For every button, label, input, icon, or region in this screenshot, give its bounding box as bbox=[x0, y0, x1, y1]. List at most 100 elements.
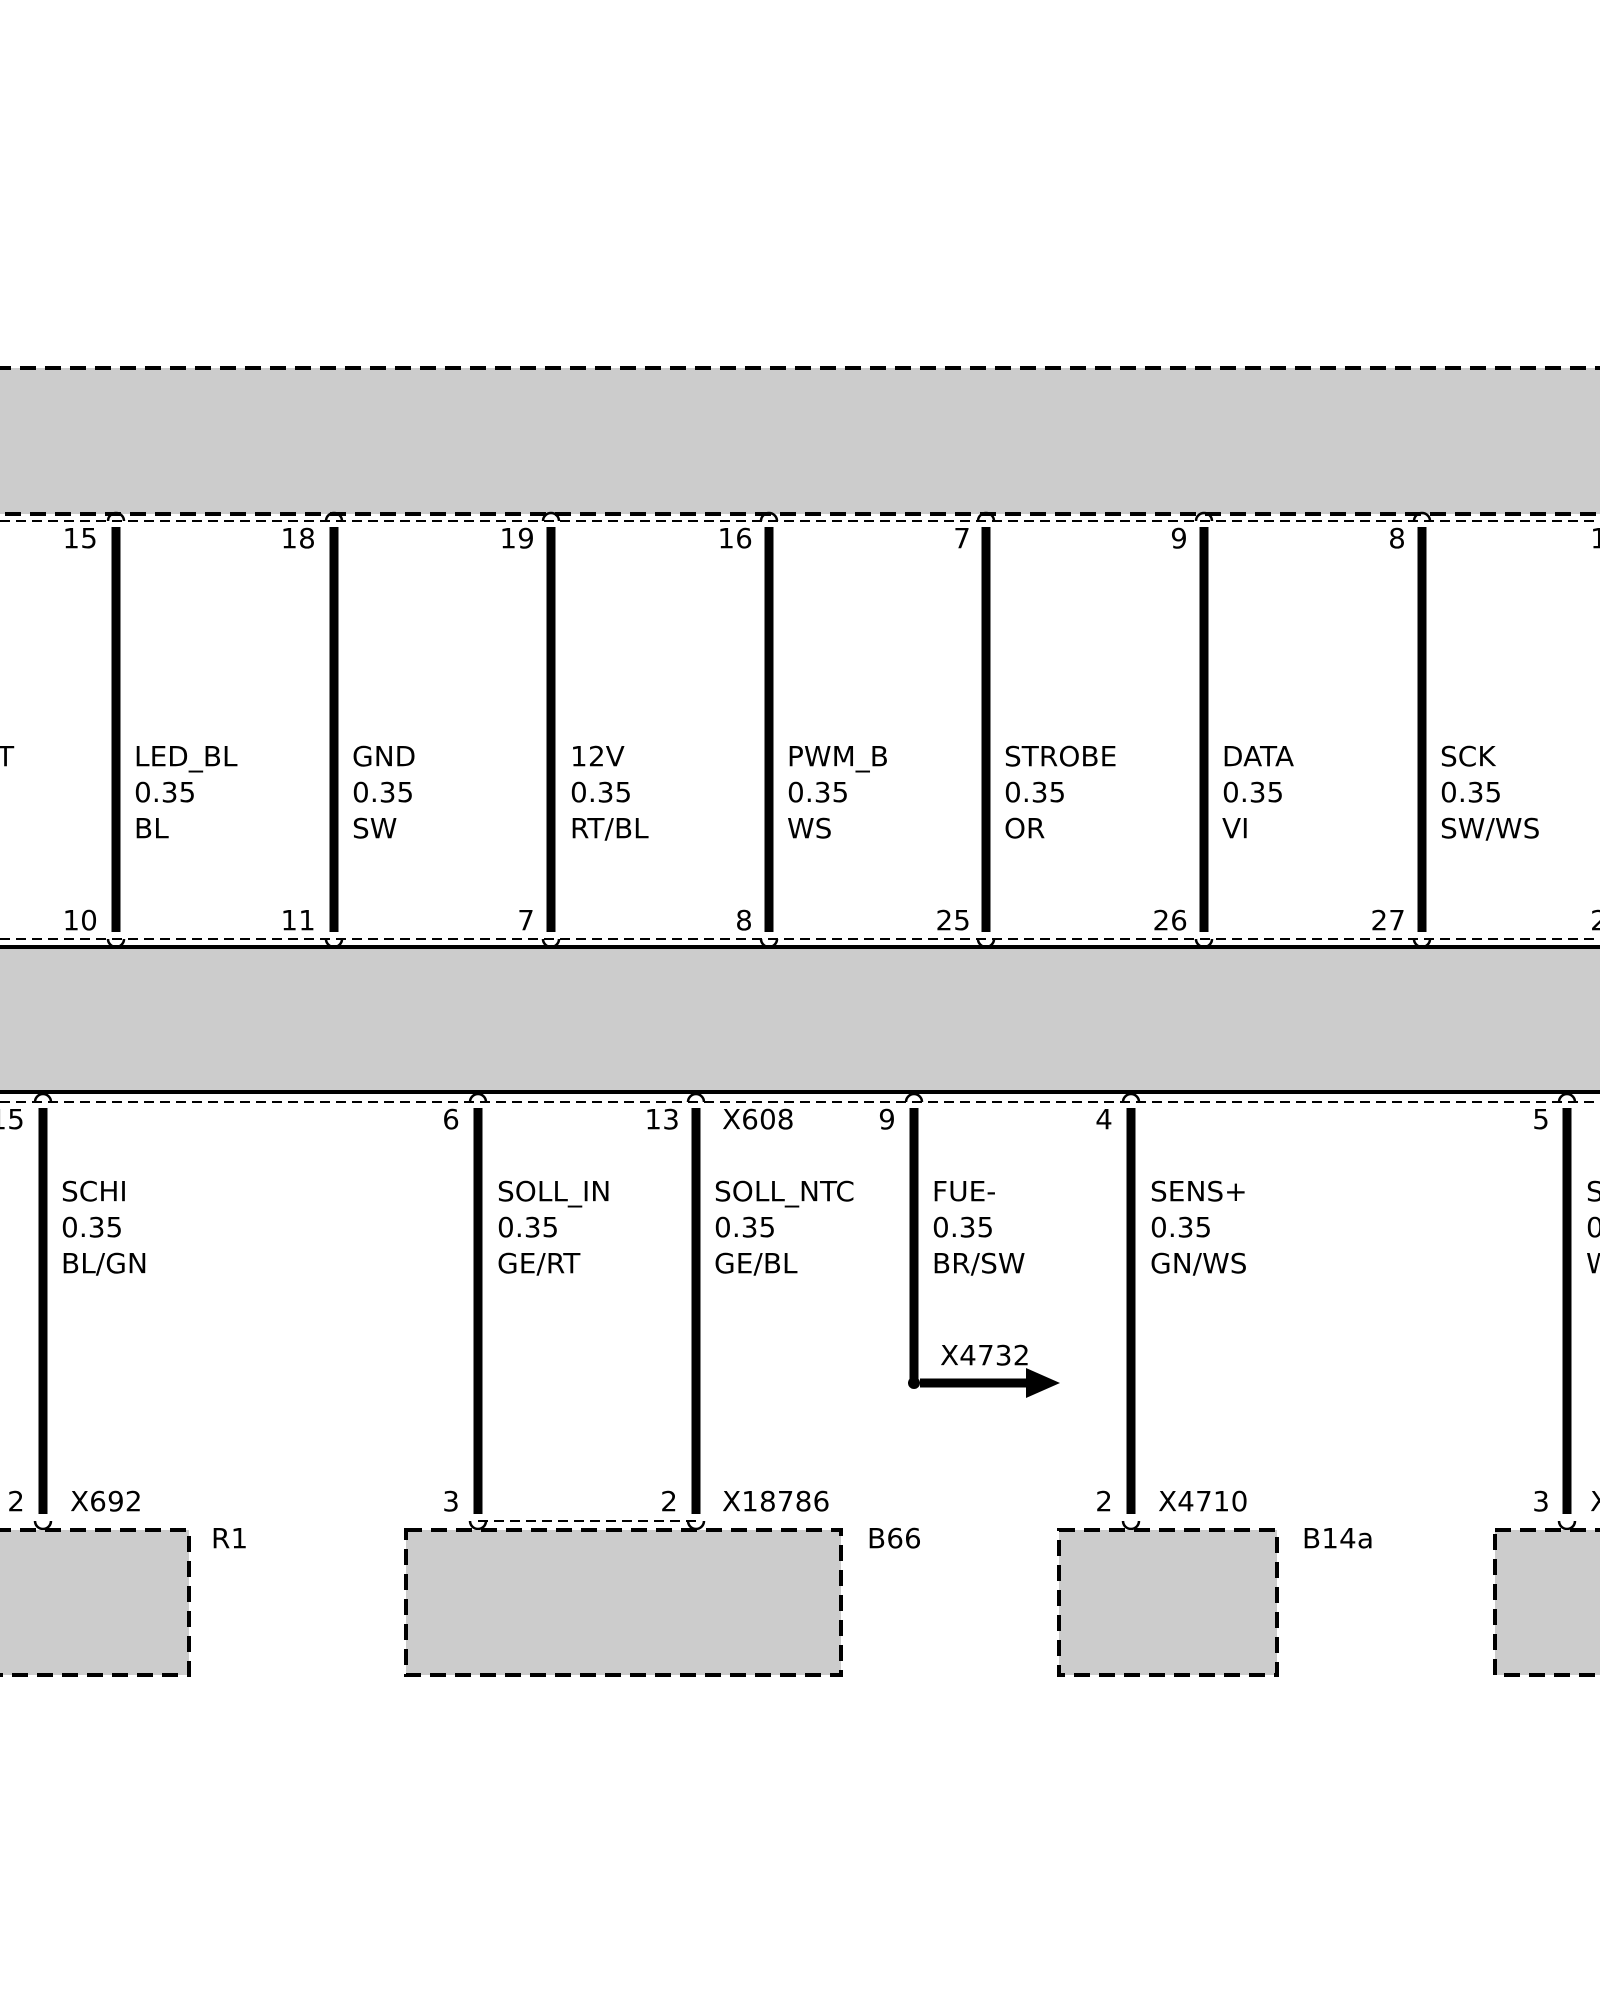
wire-size: 0.35 bbox=[787, 776, 849, 809]
top-pin-number: 6 bbox=[442, 1103, 460, 1136]
wire-name: GND bbox=[352, 740, 416, 773]
wire-color: OR bbox=[1004, 812, 1046, 845]
upper-wire-data: 9 26 DATA 0.35 VI bbox=[1152, 511, 1294, 949]
top-pin-number: 18 bbox=[280, 522, 316, 555]
component-r1-box bbox=[0, 1528, 191, 1677]
pin-socket bbox=[106, 938, 126, 949]
bottom-pin-number: 25 bbox=[935, 904, 971, 937]
wire-size: 0.35 bbox=[932, 1211, 994, 1244]
pin-socket bbox=[686, 1092, 706, 1103]
upper-wire-gnd: 18 11 GND 0.35 SW bbox=[280, 511, 416, 949]
wire-name: SOLL_NTC bbox=[714, 1175, 855, 1208]
wire-size: 0.35 bbox=[1150, 1211, 1212, 1244]
top-pin-number: 9 bbox=[878, 1103, 896, 1136]
upper-wire-strobe: 7 25 STROBE 0.35 OR bbox=[935, 511, 1117, 949]
wire-color: BL/GN bbox=[61, 1247, 148, 1280]
pin-socket bbox=[1412, 938, 1432, 949]
pin-socket bbox=[1194, 511, 1214, 522]
wire-size: 0.35 bbox=[497, 1211, 559, 1244]
bottom-pin-number: 26 bbox=[1152, 904, 1188, 937]
bottom-pin-number: 3 bbox=[442, 1485, 460, 1518]
pin-socket bbox=[1557, 1520, 1577, 1531]
wire-size: 0 bbox=[1586, 1211, 1600, 1244]
wire-size: 0.35 bbox=[570, 776, 632, 809]
wire-size: 0.35 bbox=[1440, 776, 1502, 809]
top-pin-number: 5 bbox=[1532, 1103, 1550, 1136]
top-control-unit bbox=[0, 366, 1600, 516]
pin-socket bbox=[541, 511, 561, 522]
top-pin-number: 13 bbox=[644, 1103, 680, 1136]
top-pin-number: 9 bbox=[1170, 522, 1188, 555]
wire-name: DATA bbox=[1222, 740, 1294, 773]
upper-wire-pwm-b: 16 8 PWM_B 0.35 WS bbox=[717, 511, 889, 949]
pin-socket bbox=[904, 1092, 924, 1103]
pin-socket bbox=[468, 1520, 488, 1531]
lower-wire-soll-ntc: 13 X608 2 X18786 SOLL_NTC 0.35 GE/BL bbox=[644, 1092, 855, 1531]
pin-socket bbox=[1557, 1092, 1577, 1103]
wire-color: GN/WS bbox=[1150, 1247, 1248, 1280]
pin-socket bbox=[686, 1520, 706, 1531]
wire-name: LED_BL bbox=[134, 740, 238, 773]
connector-label: X18786 bbox=[722, 1485, 830, 1518]
arrow-icon bbox=[1026, 1368, 1060, 1398]
top-pin-number: 15 bbox=[0, 1103, 25, 1136]
wire-size: 0.35 bbox=[714, 1211, 776, 1244]
wire-color: RT/BL bbox=[570, 812, 649, 845]
wire-size: 0.35 bbox=[1222, 776, 1284, 809]
wire-name: SENS+ bbox=[1150, 1175, 1248, 1208]
wire-color: WS bbox=[787, 812, 832, 845]
component-b66-label: B66 bbox=[867, 1522, 922, 1555]
upper-wire-edge: 1 2 bbox=[1590, 522, 1600, 937]
wire-color: SW/WS bbox=[1440, 812, 1540, 845]
component-b66-box bbox=[404, 1528, 843, 1677]
wire-size: 0.35 bbox=[1004, 776, 1066, 809]
bottom-pin-number: 7 bbox=[517, 904, 535, 937]
bottom-pin-number: 10 bbox=[62, 904, 98, 937]
lower-wire-schi: 15 2 X692 SCHI 0.35 BL/GN bbox=[0, 1092, 148, 1531]
wire-name: SOLL_IN bbox=[497, 1175, 611, 1208]
pin-socket bbox=[106, 511, 126, 522]
wire-color: SW bbox=[352, 812, 397, 845]
lower-wire-soll-in: 6 3 SOLL_IN 0.35 GE/RT bbox=[442, 1092, 611, 1531]
pin-socket bbox=[1121, 1092, 1141, 1103]
lower-wire-fue: 9 X4732 FUE- 0.35 BR/SW bbox=[878, 1092, 1060, 1398]
wire-name: STROBE bbox=[1004, 740, 1117, 773]
connector-x608-label: X608 bbox=[722, 1103, 795, 1136]
top-pin-number: 7 bbox=[953, 522, 971, 555]
pin-socket bbox=[33, 1092, 53, 1103]
wire-name: S bbox=[1586, 1175, 1600, 1208]
top-pin-number: 4 bbox=[1095, 1103, 1113, 1136]
connector-label: X bbox=[1590, 1485, 1600, 1518]
bottom-pin-number: 11 bbox=[280, 904, 316, 937]
splice-dot bbox=[908, 1377, 920, 1389]
wire-name: PWM_B bbox=[787, 740, 889, 773]
wire-size: 0.35 bbox=[134, 776, 196, 809]
pin-socket bbox=[468, 1092, 488, 1103]
pin-socket bbox=[976, 938, 996, 949]
pin-socket bbox=[324, 938, 344, 949]
pin-socket bbox=[1121, 1520, 1141, 1531]
bottom-pin-number: 8 bbox=[735, 904, 753, 937]
pin-socket bbox=[1412, 511, 1432, 522]
pin-socket bbox=[1194, 938, 1214, 949]
upper-wire-12v: 19 7 12V 0.35 RT/BL bbox=[499, 511, 649, 949]
wire-size: 0.35 bbox=[352, 776, 414, 809]
component-edge-box bbox=[1493, 1528, 1600, 1677]
wire-size: 0.35 bbox=[61, 1211, 123, 1244]
connector-x4732-label: X4732 bbox=[940, 1339, 1030, 1372]
wire-color: GE/RT bbox=[497, 1247, 581, 1280]
wire-color: BR/SW bbox=[932, 1247, 1026, 1280]
bottom-pin-number: 2 bbox=[7, 1485, 25, 1518]
wire-color: GE/BL bbox=[714, 1247, 798, 1280]
component-r1-label: R1 bbox=[211, 1522, 248, 1555]
component-b14a-label: B14a bbox=[1302, 1522, 1374, 1555]
bottom-pin-number: 2 bbox=[1590, 904, 1600, 937]
bottom-pin-number: 3 bbox=[1532, 1485, 1550, 1518]
pin-socket bbox=[541, 938, 561, 949]
pin-socket bbox=[976, 511, 996, 522]
upper-wire-sck: 8 27 SCK 0.35 SW/WS bbox=[1370, 511, 1540, 949]
wire-name: SCHI bbox=[61, 1175, 128, 1208]
top-pin-number: 16 bbox=[717, 522, 753, 555]
lower-wire-sens-plus: 4 2 X4710 SENS+ 0.35 GN/WS bbox=[1095, 1092, 1248, 1531]
